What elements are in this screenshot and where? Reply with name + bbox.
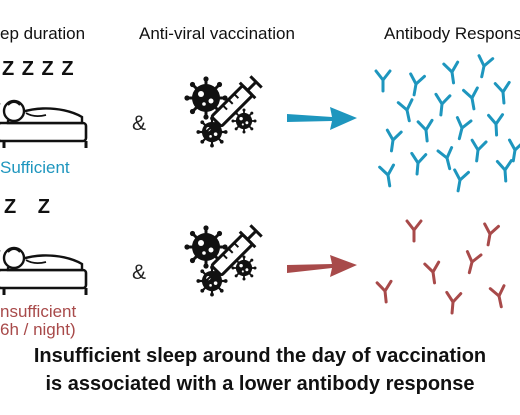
antibody-icon	[442, 60, 462, 86]
sleep-label-insufficient-hours: 6h / night)	[0, 320, 76, 339]
antibody-response-header: Antibody Respons	[384, 24, 520, 43]
antibody-cluster-sufficient	[374, 54, 520, 194]
antibody-icon	[468, 138, 488, 164]
antibody-icon	[487, 113, 506, 137]
caption-line-2: is associated with a lower antibody resp…	[45, 373, 475, 395]
antibody-icon	[396, 98, 418, 124]
antibody-icon	[436, 146, 458, 172]
antibody-icon	[378, 163, 399, 189]
arrow-icon	[287, 255, 357, 277]
antibody-icon	[461, 250, 483, 276]
antibody-icon	[473, 54, 495, 80]
antibody-icon	[443, 290, 463, 316]
sleep-zzz-sufficient: Z Z Z Z	[2, 58, 75, 80]
antibody-icon	[405, 72, 426, 98]
antibody-icon	[504, 138, 520, 164]
vaccination-header: Anti-viral vaccination	[139, 24, 295, 43]
caption-line-1: Insufficient sleep around the day of vac…	[33, 345, 487, 367]
antibody-icon	[405, 219, 423, 243]
antibody-icon	[383, 128, 403, 154]
antibody-icon	[408, 151, 428, 177]
antibody-icon	[462, 86, 483, 112]
antibody-icon	[423, 260, 443, 286]
antibody-icon	[479, 222, 500, 248]
antibody-icon	[432, 92, 452, 118]
antibody-icon	[451, 116, 473, 142]
antibody-icon	[374, 69, 392, 93]
sleep-duration-header: ep duration	[0, 24, 86, 43]
arrow-icon	[287, 107, 357, 130]
antibody-icon	[416, 118, 436, 144]
sleeping-person-icon	[0, 99, 88, 150]
sleeping-person-icon	[0, 246, 88, 297]
ampersand: &	[132, 261, 147, 284]
antibody-icon	[488, 284, 510, 310]
antibody-icon	[493, 80, 513, 106]
sleep-zz-insufficient: Z Z	[4, 196, 58, 218]
sleep-label-insufficient: nsufficient	[0, 302, 77, 321]
antibody-icon	[449, 168, 470, 194]
antibody-icon	[375, 279, 395, 305]
ampersand: &	[132, 112, 147, 135]
sleep-label-sufficient: Sufficient	[0, 158, 70, 177]
antibody-icon	[495, 159, 515, 183]
antibody-cluster-insufficient	[375, 219, 510, 316]
